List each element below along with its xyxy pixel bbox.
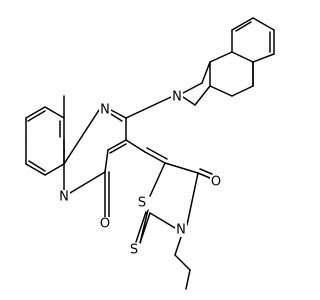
bond-line	[231, 85, 254, 97]
bond-line	[44, 106, 65, 119]
atom-label-s-thioxo: S	[130, 243, 138, 258]
bond-line	[164, 162, 199, 174]
atom-n-thiazolidine: N	[175, 223, 187, 238]
bond-line	[146, 147, 168, 160]
bond-line	[252, 53, 275, 63]
bond-line	[182, 96, 196, 106]
bond-line	[231, 51, 254, 63]
atom-n-pyrimidine: N	[99, 103, 111, 118]
bond-line	[28, 160, 46, 172]
bond-line	[252, 17, 275, 31]
bond-line	[194, 85, 211, 106]
bond-line	[199, 168, 213, 175]
bond-line	[25, 163, 46, 176]
bond-line	[69, 171, 106, 194]
bond-line	[186, 172, 199, 226]
atom-s-ring: S	[136, 196, 148, 211]
bond-line	[149, 212, 176, 229]
bond-line	[44, 163, 65, 176]
bond-line	[125, 139, 146, 153]
atom-n-ring-junction: N	[58, 190, 70, 205]
bond-line	[25, 106, 46, 119]
bond-line	[182, 82, 203, 94]
bond-line	[107, 139, 127, 151]
bond-line	[139, 212, 151, 244]
atom-o-pyrimidinone: O	[99, 217, 111, 232]
bond-line	[27, 110, 46, 122]
atom-label-n-pyrimidine: N	[100, 103, 110, 118]
bond-line	[197, 172, 211, 179]
bond-line	[185, 269, 191, 290]
atom-s-thioxo: S	[128, 243, 140, 258]
atom-label-n-isoquinoline: N	[172, 90, 182, 105]
bond-line	[144, 151, 166, 164]
bond-line	[174, 254, 191, 271]
bond-line	[201, 61, 211, 84]
bond-line	[125, 96, 172, 119]
bond-line	[209, 51, 233, 63]
bond-lines	[25, 17, 275, 290]
bond-line	[209, 85, 233, 97]
bond-line	[104, 149, 109, 173]
atom-labels: N N N N S S O O	[58, 90, 222, 258]
atom-o-thiazolidinone: O	[210, 175, 222, 190]
bond-line	[63, 109, 100, 165]
bond-line	[174, 236, 182, 256]
bond-line	[149, 162, 166, 197]
bond-line	[235, 21, 252, 32]
atom-n-isoquinoline: N	[171, 90, 183, 105]
molecule-structure: N N N N S S O O	[25, 17, 275, 290]
bond-line	[110, 109, 127, 119]
bond-line	[109, 143, 127, 154]
bond-line	[135, 211, 147, 243]
atom-label-o-thiazolidinone: O	[211, 175, 221, 190]
bond-line	[231, 17, 254, 31]
bond-line	[110, 113, 123, 122]
atom-label-n-ring-junction: N	[59, 190, 69, 205]
atom-label-o-pyrimidinone: O	[100, 217, 110, 232]
atom-label-s-ring: S	[138, 196, 146, 211]
atom-label-n-thiazolidine: N	[176, 223, 186, 238]
